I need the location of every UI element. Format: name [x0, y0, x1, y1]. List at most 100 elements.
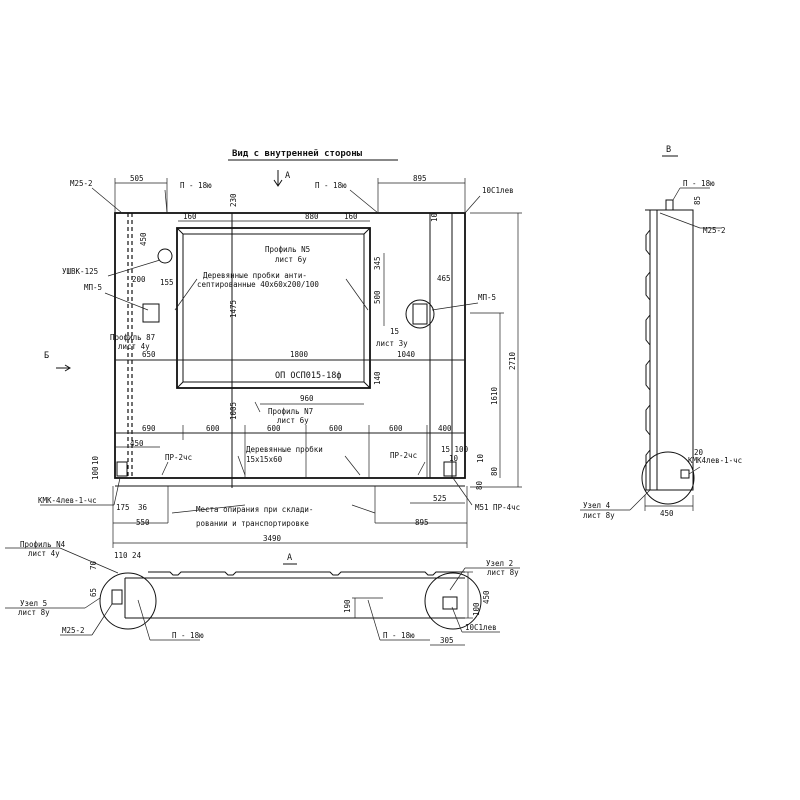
dim-3490: 3490	[263, 534, 282, 543]
dim-10: 10	[91, 455, 100, 465]
dim-140: 140	[373, 371, 382, 385]
callout-wood-plugs: септированные 40х60х200/100	[197, 280, 319, 289]
callout-profile5: Профиль N5	[265, 245, 310, 254]
dim-110-24: 110 24	[114, 551, 142, 560]
mp5-right-node	[405, 299, 435, 329]
kmk-left-plate	[116, 461, 128, 477]
dim-505: 505	[130, 174, 144, 183]
dim-155: 155	[160, 278, 174, 287]
dim-15: 15	[390, 327, 399, 336]
callout-profile87: Профиль 87	[110, 333, 155, 342]
dim-160: 160	[183, 212, 197, 221]
callout-node4-sheet: лист 8у	[583, 511, 615, 520]
dim-20: 20	[694, 448, 704, 457]
dim-465: 465	[437, 274, 451, 283]
dim-100: 100	[91, 466, 100, 480]
plan-dimension-values: 110 24 70 65 190 100 450 305	[89, 551, 491, 645]
callout-pr2: ПР-2чс	[390, 451, 417, 460]
callout-wood-plugs-small: Деревянные пробки	[246, 445, 323, 454]
dim-450: 450	[130, 439, 144, 448]
callout-m51: М51 ПР-4чс	[475, 503, 520, 512]
m25-plate	[111, 589, 123, 605]
dim-1040: 1040	[397, 350, 416, 359]
dim-450: 450	[139, 232, 148, 246]
dim-960: 960	[300, 394, 314, 403]
dim-15-100: 15 100	[441, 445, 469, 454]
dim-550: 550	[136, 518, 150, 527]
dim-690: 690	[142, 424, 156, 433]
callout-profile5-sheet: лист 6у	[275, 255, 307, 264]
support-note: ровании и транспортировке	[196, 519, 309, 528]
callout-p18: П - 18ю	[383, 631, 415, 640]
leader-lines	[40, 187, 481, 514]
callout-10c1: 10С1лев	[465, 623, 497, 632]
callout-sheet3: лист 3у	[376, 339, 408, 348]
dim-10: 10	[430, 212, 439, 222]
callout-node2: Узел 2	[486, 559, 513, 568]
dim-190: 190	[343, 599, 352, 613]
view-b-arrow: Б	[44, 351, 71, 372]
node5-circle	[99, 572, 157, 630]
dim-85: 85	[693, 196, 702, 205]
dim-1005: 1005	[229, 402, 238, 420]
window-label: ОП ОСП015-18ф	[275, 371, 342, 381]
dim-345: 345	[373, 256, 382, 270]
mp5-left-plate	[142, 303, 160, 323]
callout-profile4: Профиль N4	[20, 540, 66, 549]
callout-node5-sheet: лист 8у	[18, 608, 50, 617]
callout-m25-2: М25-2	[62, 626, 85, 635]
dim-1475: 1475	[229, 300, 238, 318]
dim-80: 80	[490, 466, 499, 476]
dim-650: 650	[142, 350, 156, 359]
callout-10c1: 10С1лев	[482, 186, 514, 195]
node2-circle	[424, 572, 482, 630]
10c1-plate	[442, 596, 458, 610]
dim-400: 400	[438, 424, 452, 433]
support-note: Места опирания при склади-	[196, 505, 313, 514]
dim-100: 100	[472, 602, 481, 616]
view-a-label: A	[285, 171, 290, 181]
dim-450: 450	[660, 509, 674, 518]
view-b-label: Б	[44, 351, 49, 361]
callout-wood-plugs-small-size: 15х15х60	[246, 455, 283, 464]
callout-wood-plugs: Деревянные пробки анти-	[203, 271, 307, 280]
view-v-label: В	[666, 145, 671, 155]
dim-70: 70	[89, 560, 98, 570]
dim-880: 880	[305, 212, 319, 221]
dim-65: 65	[89, 588, 98, 597]
dim-525: 525	[433, 494, 447, 503]
callout-mp5: МП-5	[84, 283, 102, 292]
side-view	[580, 187, 722, 511]
callout-node5: Узел 5	[20, 599, 47, 608]
callout-pr2: ПР-2чс	[165, 453, 192, 462]
callout-p18: П - 18ю	[315, 181, 347, 190]
window-opening	[176, 227, 371, 389]
dim-230: 230	[229, 193, 238, 207]
dim-450: 450	[482, 590, 491, 604]
dim-895: 895	[413, 174, 427, 183]
callout-node4: Узел 4	[583, 501, 611, 510]
callout-profile87-sheet: лист 4у	[118, 342, 150, 351]
dim-10: 10	[476, 453, 485, 463]
callout-kmk: КМК-4лев-1-чс	[38, 496, 97, 505]
plan-view	[5, 547, 520, 646]
dim-500: 500	[373, 290, 382, 304]
dim-160: 160	[344, 212, 358, 221]
dim-1610: 1610	[490, 386, 499, 405]
kmk-side-plate	[680, 469, 690, 479]
callout-m25-2: М25-2	[703, 226, 726, 235]
dim-10: 10	[449, 454, 459, 463]
view-title: Вид с внутренней стороны	[232, 149, 363, 159]
dim-600: 600	[206, 424, 220, 433]
dimension-lines	[112, 178, 522, 548]
callout-profile4-sheet: лист 4у	[28, 549, 60, 558]
dim-1800: 1800	[290, 350, 309, 359]
callout-p18: П - 18ю	[172, 631, 204, 640]
dimension-values: 505 895 160 880 160 230 450 200 155 1475…	[91, 174, 517, 543]
callout-ushvk: УШВК-125	[62, 267, 98, 276]
view-a-arrow: A	[273, 170, 290, 187]
callout-p18: П - 18ю	[683, 179, 715, 188]
view-a-bottom-label: A	[287, 553, 292, 563]
callout-profile7: Профиль N7	[268, 407, 313, 416]
